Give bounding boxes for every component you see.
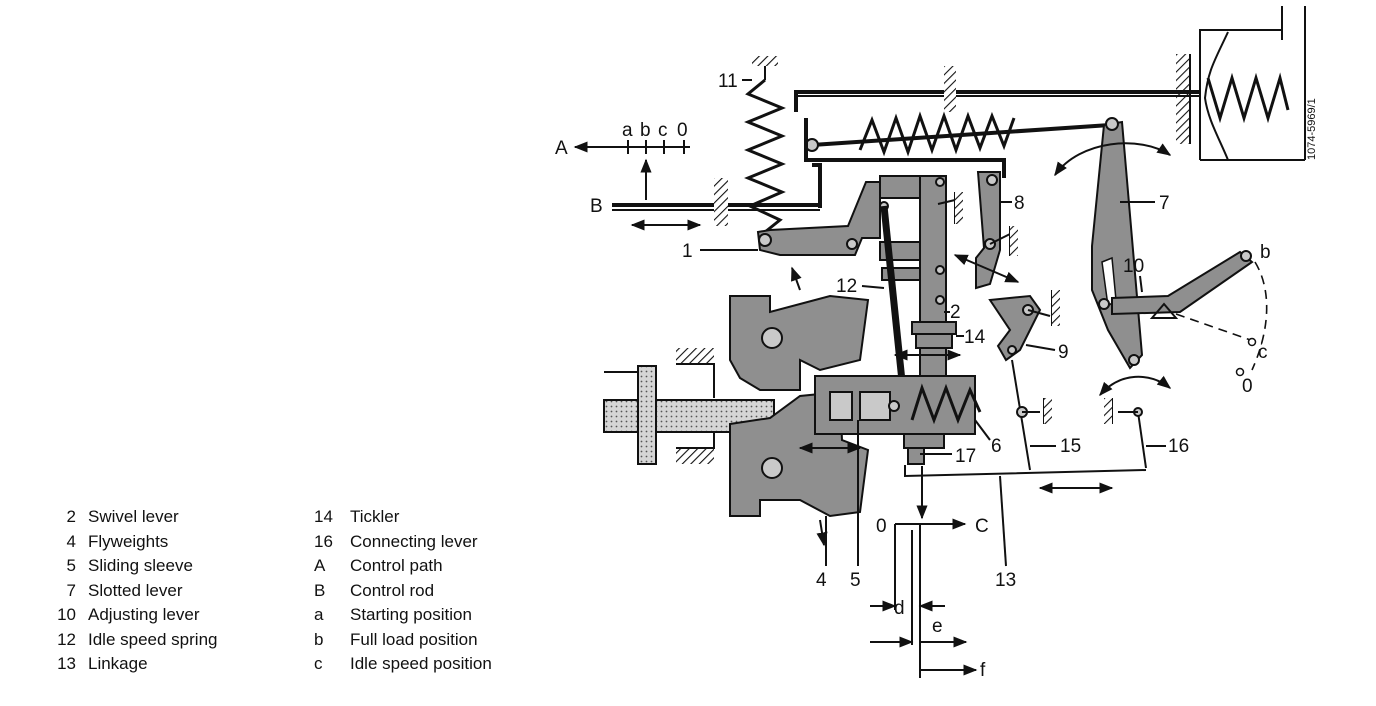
label-b: b bbox=[640, 120, 651, 141]
label-c: c bbox=[658, 120, 668, 141]
sliding-sleeve-5 bbox=[798, 375, 982, 465]
callout-6: 6 bbox=[991, 436, 1002, 457]
legend-text: Adjusting lever bbox=[88, 605, 200, 625]
stop-rod bbox=[794, 66, 1200, 112]
legend-row: 10 Adjusting lever a Starting position bbox=[44, 603, 492, 628]
legend-row: 12 Idle speed spring b Full load positio… bbox=[44, 628, 492, 653]
legend-number: 12 bbox=[57, 629, 76, 649]
legend-description: Connecting lever bbox=[350, 531, 478, 551]
label-f: f bbox=[980, 660, 986, 681]
lever-9 bbox=[988, 290, 1060, 362]
legend-table: 2 Swivel lever 14 Tickler 4 Flyweights 1… bbox=[44, 505, 492, 677]
legend-key: b bbox=[314, 629, 324, 649]
linkage-13 bbox=[904, 465, 1147, 494]
spring-11 bbox=[744, 56, 786, 245]
label-d: d bbox=[894, 598, 905, 619]
legend-number: 10 bbox=[57, 605, 76, 625]
legend-key: 14 bbox=[314, 507, 333, 527]
callout-11: 11 bbox=[718, 71, 738, 92]
callout-13: 13 bbox=[995, 570, 1016, 591]
image-code-label: 1074-5969/1 bbox=[1306, 98, 1318, 160]
label-c-lever: c bbox=[1258, 342, 1268, 363]
callout-16: 16 bbox=[1168, 436, 1189, 457]
legend-text: Idle speed spring bbox=[88, 629, 218, 649]
legend-row: 2 Swivel lever 14 Tickler bbox=[44, 505, 492, 530]
legend-text: Swivel lever bbox=[88, 507, 179, 527]
control-path-scale: A B a b c 0 bbox=[555, 120, 690, 217]
callout-1: 1 bbox=[682, 241, 693, 262]
control-rod-b bbox=[612, 163, 822, 231]
callout-8: 8 bbox=[1014, 193, 1025, 214]
label-0: 0 bbox=[677, 120, 688, 141]
legend-text: Sliding sleeve bbox=[88, 556, 193, 576]
legend-description: Starting position bbox=[350, 605, 472, 625]
adjusting-lever-10: b c 0 bbox=[1111, 242, 1271, 397]
callout-4: 4 bbox=[816, 570, 827, 591]
legend-text: Flyweights bbox=[88, 531, 169, 551]
label-e: e bbox=[932, 616, 943, 637]
legend-number: 7 bbox=[66, 580, 76, 600]
callout-15: 15 bbox=[1060, 436, 1081, 457]
legend-number: 5 bbox=[66, 556, 76, 576]
legend: 2 Swivel lever 14 Tickler 4 Flyweights 1… bbox=[44, 505, 492, 677]
legend-key: a bbox=[314, 605, 324, 625]
legend-number: 4 bbox=[66, 531, 76, 551]
legend-number: 2 bbox=[66, 507, 76, 527]
part-callouts: 1 2 4 5 6 7 8 9 10 11 12 13 14 15 16 17 bbox=[682, 71, 1189, 591]
connecting-lever-16 bbox=[1099, 375, 1172, 469]
legend-row: 13 Linkage c Idle speed position bbox=[44, 652, 492, 677]
callout-10: 10 bbox=[1123, 256, 1144, 277]
callout-7: 7 bbox=[1159, 193, 1170, 214]
legend-description: Control rod bbox=[350, 580, 435, 600]
callout-17: 17 bbox=[955, 446, 976, 467]
label-a: a bbox=[622, 120, 633, 141]
lever-8 bbox=[937, 171, 1020, 290]
legend-row: 5 Sliding sleeve A Control path bbox=[44, 554, 492, 579]
callout-14: 14 bbox=[964, 327, 986, 348]
legend-key: 16 bbox=[314, 531, 333, 551]
label-0-path: 0 bbox=[876, 516, 887, 537]
legend-text: Slotted lever bbox=[88, 580, 183, 600]
callout-2: 2 bbox=[950, 302, 961, 323]
legend-row: 4 Flyweights 16 Connecting lever bbox=[44, 530, 492, 555]
legend-description: Full load position bbox=[350, 629, 478, 649]
callout-9: 9 bbox=[1058, 342, 1069, 363]
measurement-lines: 0 C d e f bbox=[870, 466, 989, 681]
callout-5: 5 bbox=[850, 570, 861, 591]
legend-text: Linkage bbox=[88, 654, 148, 674]
tickler-14 bbox=[893, 321, 962, 361]
upper-spring bbox=[804, 111, 1111, 178]
label-b-lever: b bbox=[1260, 242, 1271, 263]
label-B: B bbox=[590, 196, 603, 217]
stop-spring-housing: 1074-5969/1 bbox=[1176, 6, 1318, 161]
legend-description: Control path bbox=[350, 556, 443, 576]
legend-description: Idle speed position bbox=[350, 654, 492, 674]
label-C: C bbox=[975, 516, 989, 537]
legend-key: A bbox=[314, 556, 326, 576]
callout-12: 12 bbox=[836, 276, 857, 297]
slotted-lever-7 bbox=[1054, 117, 1172, 370]
legend-row: 7 Slotted lever B Control rod bbox=[44, 579, 492, 604]
legend-key: B bbox=[314, 580, 326, 600]
label-A: A bbox=[555, 138, 568, 159]
label-0-lever: 0 bbox=[1242, 376, 1253, 397]
legend-description: Tickler bbox=[350, 507, 400, 527]
legend-number: 13 bbox=[57, 654, 76, 674]
lever-15 bbox=[1011, 359, 1052, 471]
legend-key: c bbox=[314, 654, 323, 674]
